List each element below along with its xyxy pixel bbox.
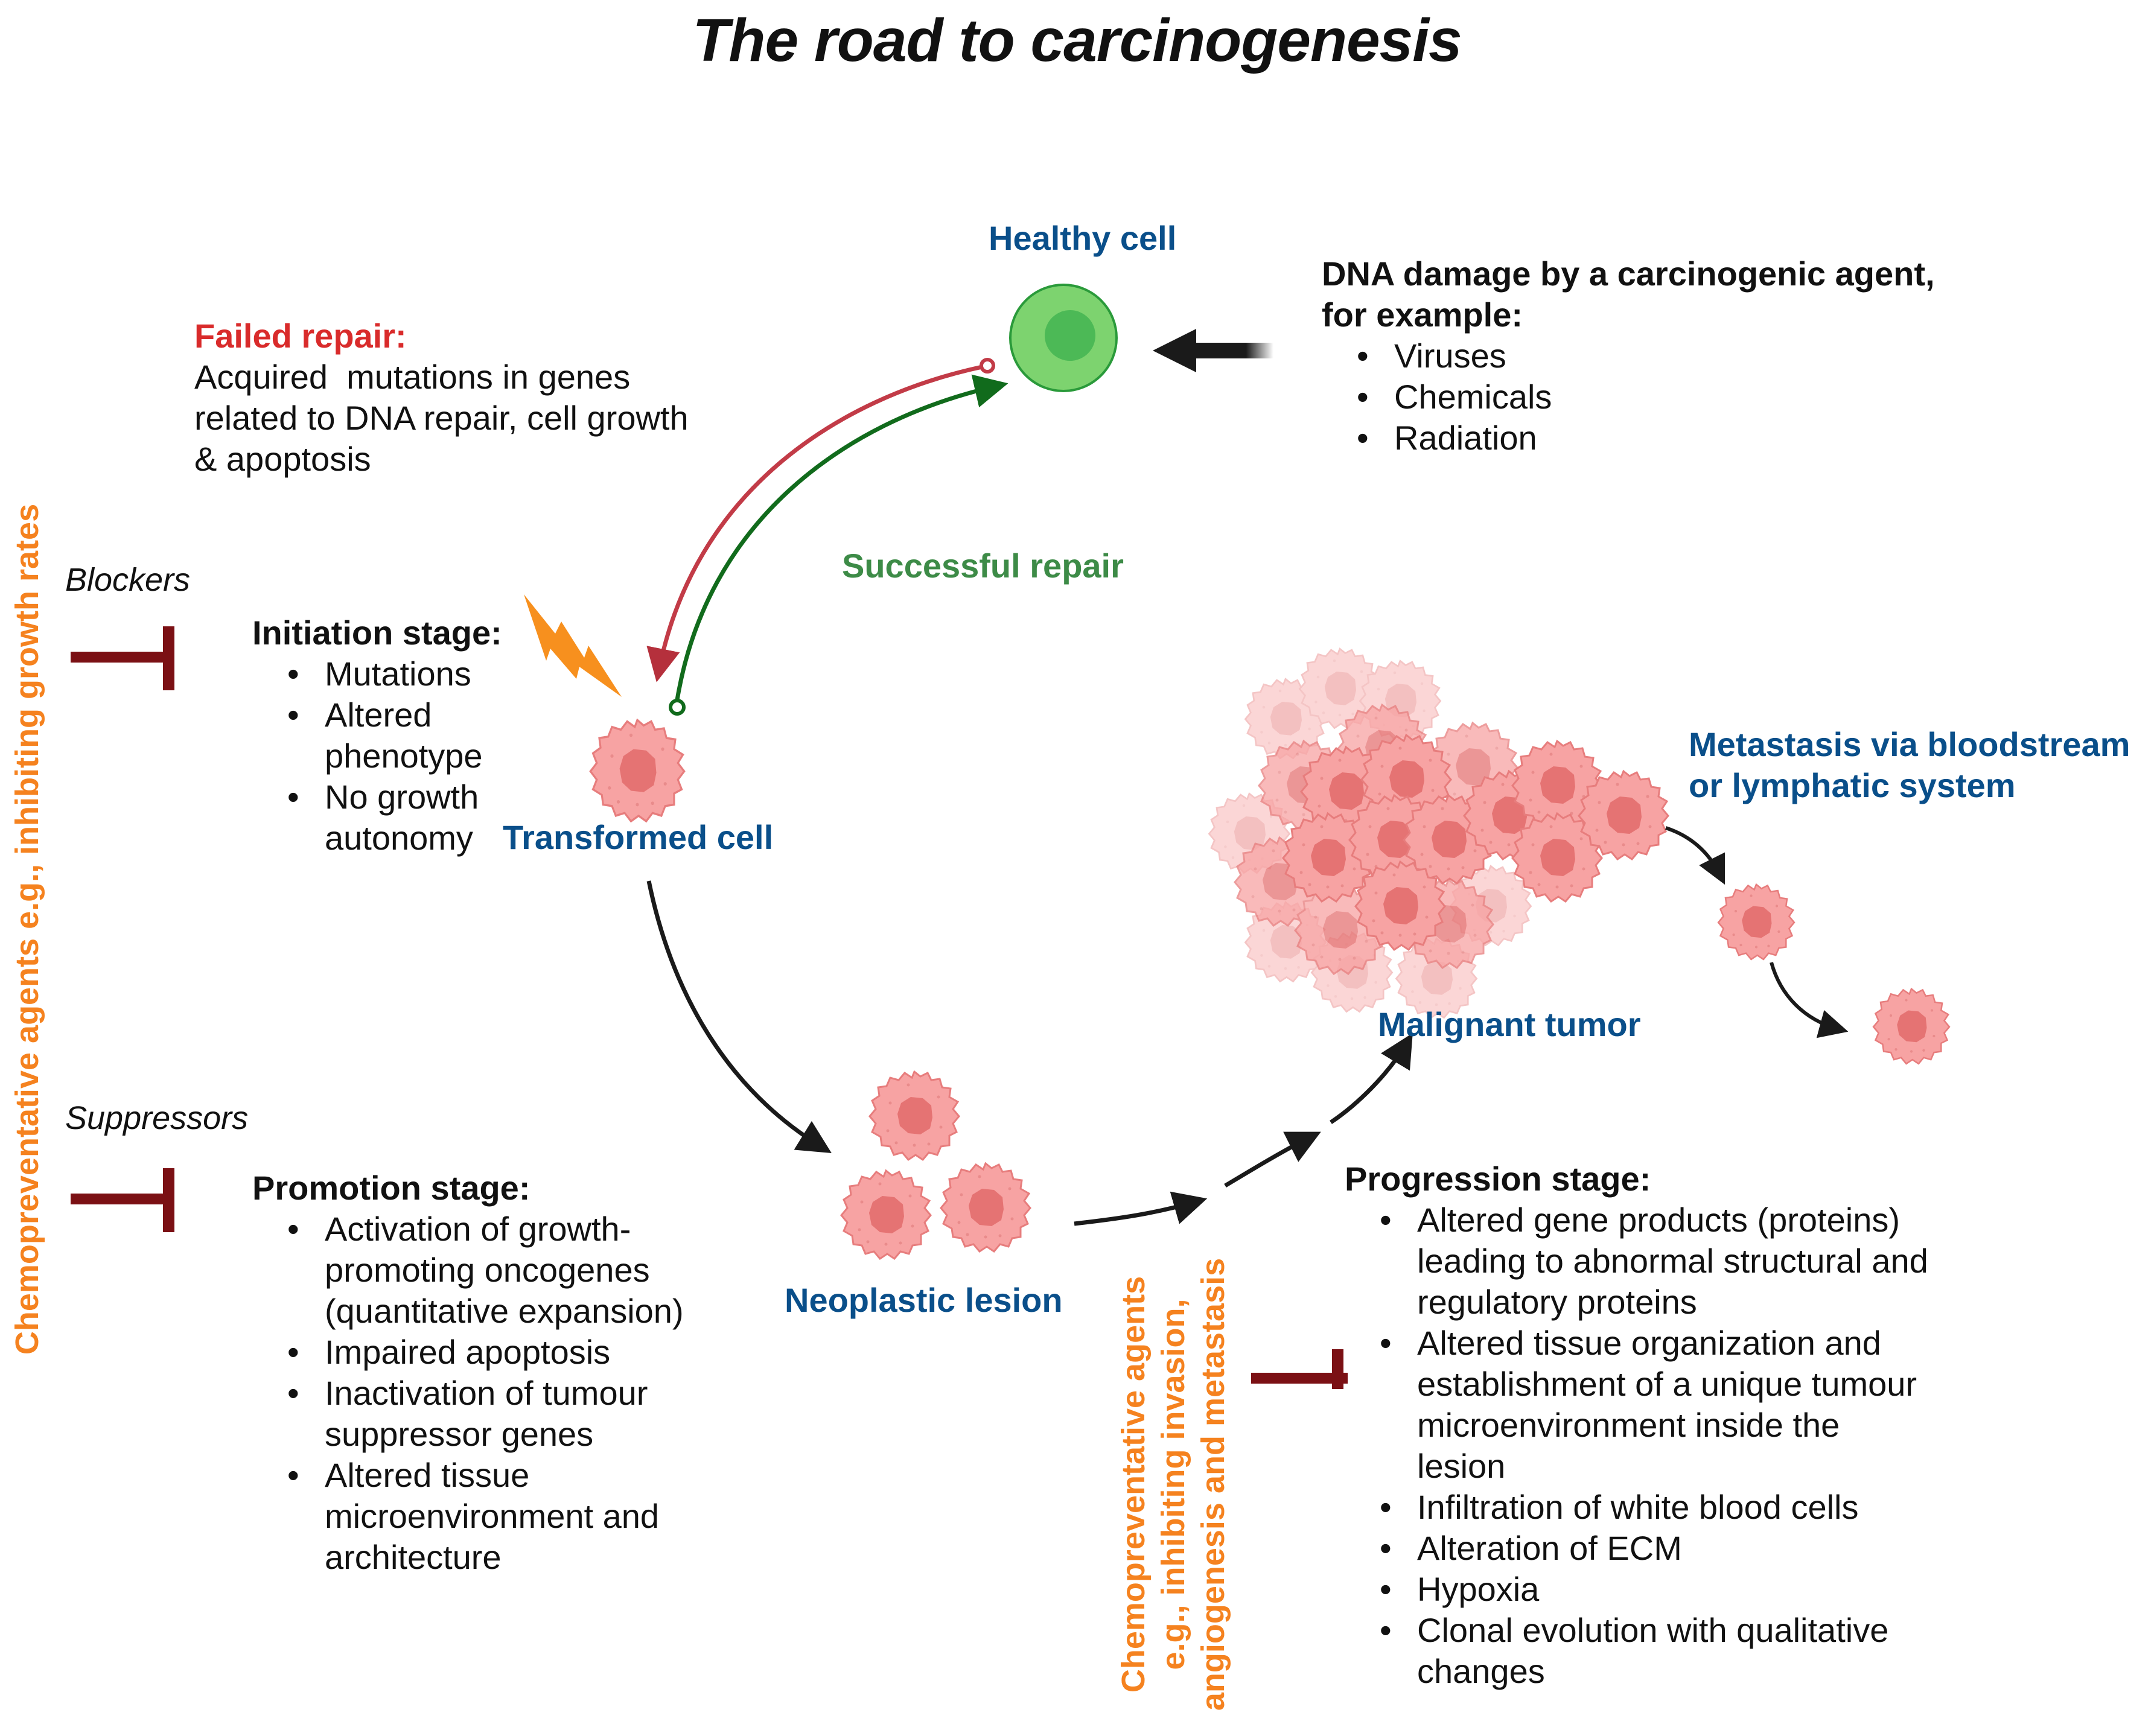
transformed-cell-icon xyxy=(589,719,686,822)
progression-stage-heading: Progression stage: xyxy=(1345,1160,1651,1198)
neoplastic-to-progression-arrow-1 xyxy=(1074,1191,1208,1226)
promotion-stage-block: Promotion stage: Activation of growth-pr… xyxy=(252,1168,684,1578)
metastasis-arrow-2 xyxy=(1770,962,1849,1038)
malignant-tumor-icon xyxy=(1208,647,1669,1019)
dna-damage-heading-line-2: for example: xyxy=(1322,296,1523,334)
suppressors-label: Suppressors xyxy=(65,1100,249,1136)
dna-damage-item-viruses: Viruses xyxy=(1357,335,1935,377)
malignant-tumor-label: Malignant tumor xyxy=(1378,1005,1641,1043)
suppressor-inhibitor-icon xyxy=(71,1168,174,1232)
progression-inhibitor-icon xyxy=(1251,1349,1348,1389)
successful-repair-label: Successful repair xyxy=(842,547,1124,585)
failed-repair-heading: Failed repair: xyxy=(194,317,407,355)
promotion-item: Activation of growth-promoting oncogenes… xyxy=(287,1209,684,1332)
healthy-cell-icon xyxy=(1009,284,1118,392)
promotion-stage-heading: Promotion stage: xyxy=(252,1169,531,1207)
progression-item: Infiltration of white blood cells xyxy=(1380,1487,1928,1528)
metastatic-cell-icon xyxy=(1717,883,1796,961)
blockers-label: Blockers xyxy=(65,562,191,598)
dna-damage-block: DNA damage by a carcinogenic agent, for … xyxy=(1322,253,1935,459)
failed-repair-line-2: related to DNA repair, cell growth xyxy=(194,399,689,437)
failed-repair-line-1: Acquired mutations in genes xyxy=(194,358,631,396)
neoplastic-lesion-label: Neoplastic lesion xyxy=(785,1281,1063,1319)
transformed-to-neoplastic-arrow xyxy=(646,880,832,1154)
healthy-cell-label: Healthy cell xyxy=(989,219,1177,257)
progression-item: Altered tissue organization andestablish… xyxy=(1380,1323,1928,1487)
initiation-item: Mutations xyxy=(287,653,502,695)
distant-metastatic-cell-icon xyxy=(1872,988,1951,1065)
dna-damage-item-radiation: Radiation xyxy=(1357,418,1935,459)
failed-repair-line-3: & apoptosis xyxy=(194,440,371,478)
blocker-inhibitor-icon xyxy=(71,626,174,690)
left-chemopreventative-label: Chemopreventative agents e.g., inhibitin… xyxy=(9,503,45,1355)
metastasis-arrow-1 xyxy=(1665,826,1725,885)
neoplastic-to-progression-arrow-2 xyxy=(1224,1131,1321,1188)
diagram-title: The road to carcinogenesis xyxy=(692,7,1462,74)
transformed-cell-label: Transformed cell xyxy=(503,818,774,856)
failed-repair-block: Failed repair: Acquired mutations in gen… xyxy=(194,316,689,480)
progression-stage-block: Progression stage: Altered gene products… xyxy=(1345,1159,1928,1692)
progression-to-tumor-arrow xyxy=(1330,1032,1413,1124)
dna-damage-heading-line-1: DNA damage by a carcinogenic agent, xyxy=(1322,255,1935,293)
initiation-stage-block: Initiation stage: Mutations Alteredpheno… xyxy=(252,612,502,859)
lightning-bolt-icon xyxy=(524,594,622,697)
dna-damage-item-chemicals: Chemicals xyxy=(1357,377,1935,418)
metastasis-label: Metastasis via bloodstream or lymphatic … xyxy=(1689,725,2130,804)
progression-item: Alteration of ECM xyxy=(1380,1528,1928,1569)
neoplastic-lesion-icon xyxy=(840,1070,1031,1260)
progression-chemopreventative-label: Chemopreventative agents e.g., inhibitin… xyxy=(1115,1257,1231,1711)
dna-damage-arrow xyxy=(1153,329,1273,372)
successful-repair-arrow xyxy=(675,374,1008,701)
promotion-item: Impaired apoptosis xyxy=(287,1332,684,1373)
initiation-stage-heading: Initiation stage: xyxy=(252,614,502,652)
progression-item: Altered gene products (proteins)leading … xyxy=(1380,1200,1928,1323)
failed-repair-arrow xyxy=(646,364,986,682)
progression-item: Hypoxia xyxy=(1380,1569,1928,1610)
